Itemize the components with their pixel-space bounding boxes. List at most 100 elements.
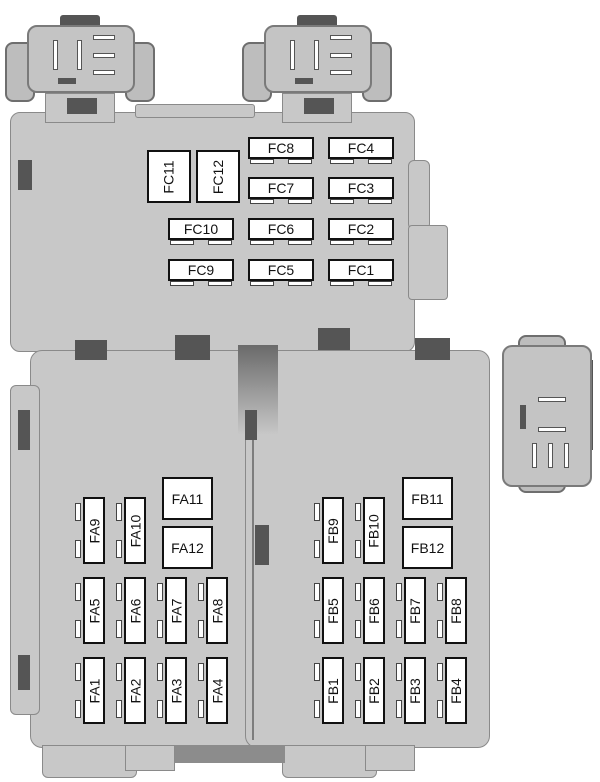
fuse-terminal [368,159,392,164]
relay-fc12: FC12 [196,150,240,203]
fuse-terminal [208,281,232,286]
center-divider-line [252,440,254,740]
fuse-label: FA10 [127,514,144,547]
side-clip-detail [18,655,30,690]
fuse-label: FC1 [347,262,375,278]
fuse-terminal [314,620,320,638]
fuse-fc9: FC9 [168,259,234,281]
fuse-terminal [198,663,204,681]
fuse-label: FB4 [448,677,464,704]
side-connector-right [490,335,595,495]
fuse-terminal [75,503,81,521]
fuse-terminal [355,620,361,638]
fuse-label: FC3 [347,180,375,196]
fuse-label: FB2 [366,677,382,704]
fuse-terminal [355,700,361,718]
fuse-terminal [355,663,361,681]
fuse-terminal [170,240,194,245]
fuse-terminal [330,159,354,164]
fuse-terminal [116,663,122,681]
latch-detail [318,328,350,350]
fuse-terminal [116,540,122,558]
fuse-fc3: FC3 [328,177,394,199]
fuse-label: FA1 [86,678,102,703]
fuse-terminal [368,199,392,204]
fuse-terminal [314,700,320,718]
top-connector-right [242,10,402,123]
fuse-terminal [157,583,163,601]
fuse-label: FA8 [209,598,225,623]
top-strip [135,104,255,118]
fuse-label: FC8 [267,140,295,156]
fuse-label: FC5 [267,262,295,278]
fuse-fb1: FB1 [322,657,344,724]
foot [282,745,377,778]
fuse-terminal [396,583,402,601]
fuse-label: FC9 [187,262,215,278]
fuse-fb6: FB6 [363,577,385,644]
fuse-fa8: FA8 [206,577,228,644]
center-divider [238,345,278,435]
fuse-fa5: FA5 [83,577,105,644]
fuse-label: FA5 [86,598,102,623]
fuse-label: FA2 [127,678,143,703]
fuse-label: FA11 [171,490,204,507]
fuse-terminal [116,503,122,521]
fuse-terminal [75,620,81,638]
bottom-channel-shadow [175,745,285,763]
fuse-terminal [157,663,163,681]
fuse-terminal [250,240,274,245]
relay-fb12: FB12 [402,526,453,569]
foot [42,745,137,778]
fuse-label: FC11 [160,159,177,194]
fuse-fb4: FB4 [445,657,467,724]
fuse-terminal [396,700,402,718]
fuse-label: FB1 [325,677,341,704]
latch-detail [415,338,450,360]
fuse-label: FB9 [325,517,341,544]
side-clip-detail [18,410,30,450]
fuse-terminal [288,199,312,204]
fuse-terminal [75,540,81,558]
relay-fb11: FB11 [402,477,453,520]
fuse-fb10: FB10 [363,497,385,564]
fuse-terminal [314,583,320,601]
side-clip-detail [18,160,32,190]
top-connector-left [5,10,165,123]
fuse-fb7: FB7 [404,577,426,644]
fuse-terminal [198,583,204,601]
fuse-fb3: FB3 [404,657,426,724]
fuse-fc8: FC8 [248,137,314,159]
fuse-label: FA12 [171,539,204,556]
fuse-label: FA9 [86,518,102,543]
fuse-terminal [437,700,443,718]
fuse-fb8: FB8 [445,577,467,644]
fuse-label: FA6 [127,598,143,623]
fuse-terminal [116,700,122,718]
fuse-terminal [288,159,312,164]
fuse-terminal [75,663,81,681]
fuse-label: FC10 [183,221,219,237]
fuse-label: FC4 [347,140,375,156]
fuse-terminal [330,240,354,245]
fuse-fc2: FC2 [328,218,394,240]
fuse-label: FA7 [168,598,184,623]
fuse-fc10: FC10 [168,218,234,240]
relay-fc11: FC11 [147,150,191,203]
latch-detail [75,340,107,360]
fuse-label: FC2 [347,221,375,237]
latch-detail [175,335,210,360]
fuse-fa9: FA9 [83,497,105,564]
side-clip-detail [245,410,257,440]
fuse-terminal [355,540,361,558]
fuse-terminal [116,583,122,601]
fuse-label: FB8 [448,597,464,624]
fuse-terminal [288,281,312,286]
fuse-terminal [250,281,274,286]
fuse-terminal [250,159,274,164]
fuse-fc7: FC7 [248,177,314,199]
fuse-fb5: FB5 [322,577,344,644]
fuse-fa10: FA10 [124,497,146,564]
fuse-terminal [368,240,392,245]
upper-housing-right-ear [408,160,430,230]
